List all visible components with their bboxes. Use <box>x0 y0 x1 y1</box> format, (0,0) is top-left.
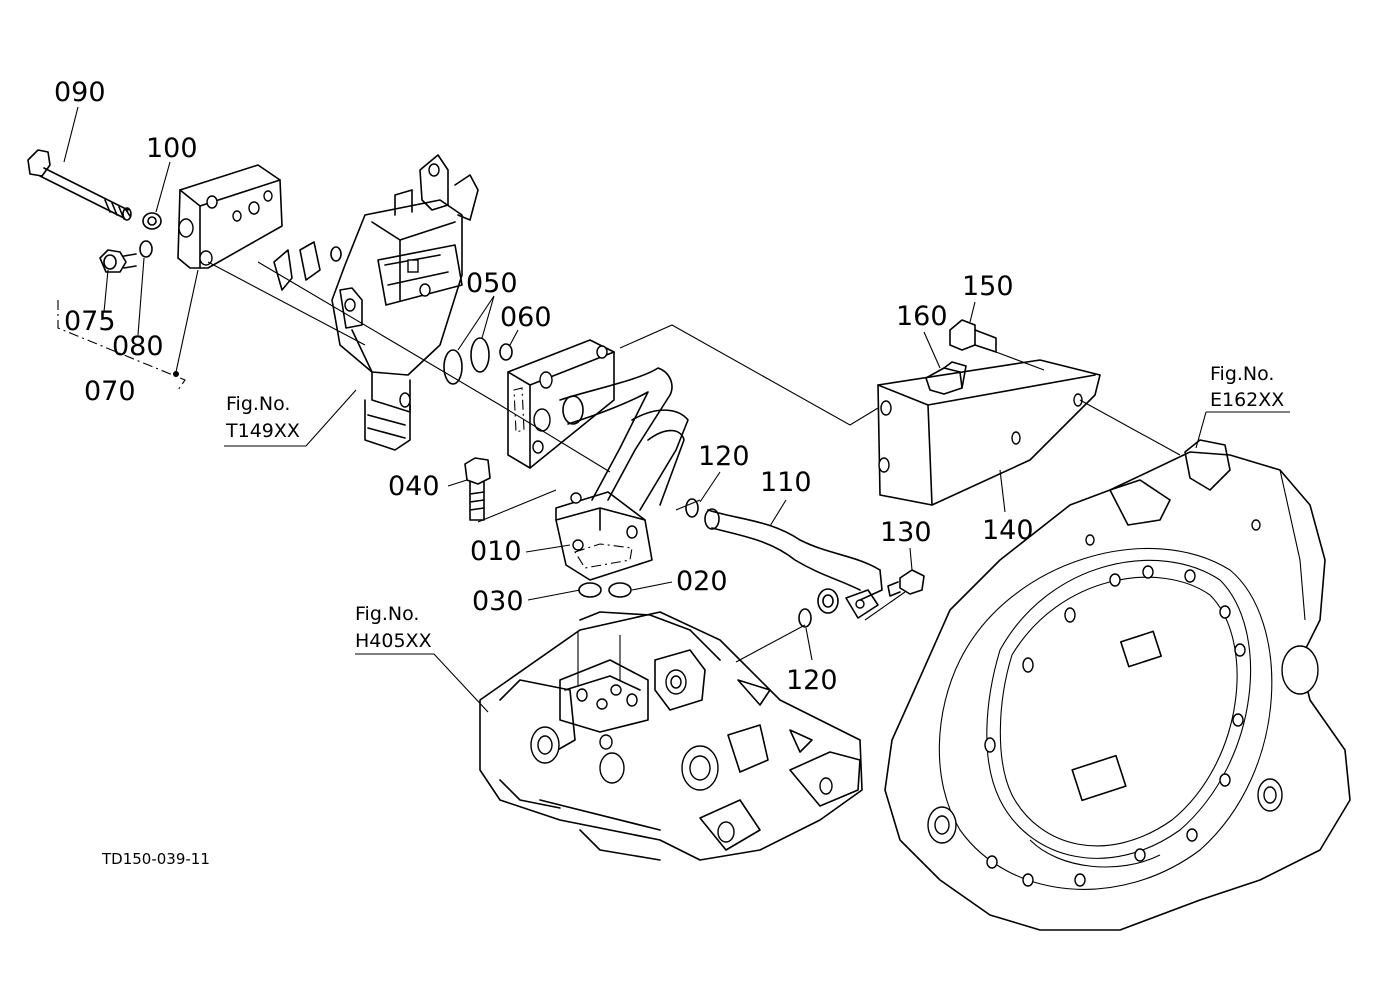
fig-ref-t149-line2: T149XX <box>225 420 300 442</box>
leader-plate <box>175 269 199 373</box>
label-090: 090 <box>54 77 106 108</box>
leader-bolt-040 <box>477 489 557 523</box>
part-o-rings-020-030 <box>578 582 632 598</box>
leader-lines <box>63 106 1290 713</box>
label-040: 040 <box>388 471 440 502</box>
label-080: 080 <box>112 331 164 362</box>
fig-ref-e162-line2: E162XX <box>1210 389 1284 411</box>
part-housing <box>479 611 863 861</box>
drawing-code: TD150-039-11 <box>101 850 210 868</box>
part-washer-100 <box>142 212 162 230</box>
part-hose-110 <box>685 498 883 628</box>
part-engine-housing <box>884 439 1351 931</box>
label-150: 150 <box>962 271 1014 302</box>
fig-ref-e162: Fig.No. E162XX <box>1210 363 1284 411</box>
part-adapter-block <box>507 339 615 469</box>
fig-ref-t149-line1: Fig.No. <box>226 393 290 415</box>
part-valve-gaskets <box>273 241 342 291</box>
label-130: 130 <box>880 517 932 548</box>
label-100: 100 <box>146 133 198 164</box>
part-bracket-140 <box>877 359 1101 506</box>
part-o-rings-050 <box>443 337 490 385</box>
part-o-ring-060 <box>499 343 513 361</box>
center-lines <box>257 261 1181 685</box>
part-o-ring-080 <box>139 240 153 258</box>
label-020: 020 <box>676 566 728 597</box>
group-dot <box>173 371 179 377</box>
part-fitting-150 <box>949 319 997 353</box>
center-line-plate <box>207 261 366 346</box>
label-120-upper: 120 <box>698 441 750 472</box>
fig-ref-h405-line1: Fig.No. <box>355 603 419 625</box>
part-bolt-040 <box>464 457 491 521</box>
part-pipe-assembly-010 <box>555 367 689 581</box>
label-075: 075 <box>64 306 116 337</box>
part-labels: 090 100 075 080 070 050 060 040 010 030 … <box>54 77 1034 696</box>
label-010: 010 <box>470 536 522 567</box>
label-120-lower: 120 <box>786 665 838 696</box>
label-160: 160 <box>896 301 948 332</box>
fig-ref-h405: Fig.No. H405XX <box>355 603 432 652</box>
part-fitting-160 <box>925 361 967 395</box>
part-control-valve <box>331 154 479 451</box>
label-110: 110 <box>760 467 812 498</box>
part-bolt-130 <box>887 569 925 597</box>
group-bracket-070 <box>57 300 186 391</box>
part-cover-plate-070 <box>177 164 283 269</box>
label-030: 030 <box>472 586 524 617</box>
label-050: 050 <box>466 268 518 299</box>
fig-ref-e162-line1: Fig.No. <box>1210 363 1274 385</box>
label-060: 060 <box>500 302 552 333</box>
fig-ref-t149: Fig.No. T149XX <box>225 393 300 442</box>
label-070: 070 <box>84 376 136 407</box>
part-bolt-090 <box>27 149 132 221</box>
part-plug-075 <box>99 249 137 273</box>
fig-ref-h405-line2: H405XX <box>355 630 432 652</box>
label-140: 140 <box>982 515 1034 546</box>
